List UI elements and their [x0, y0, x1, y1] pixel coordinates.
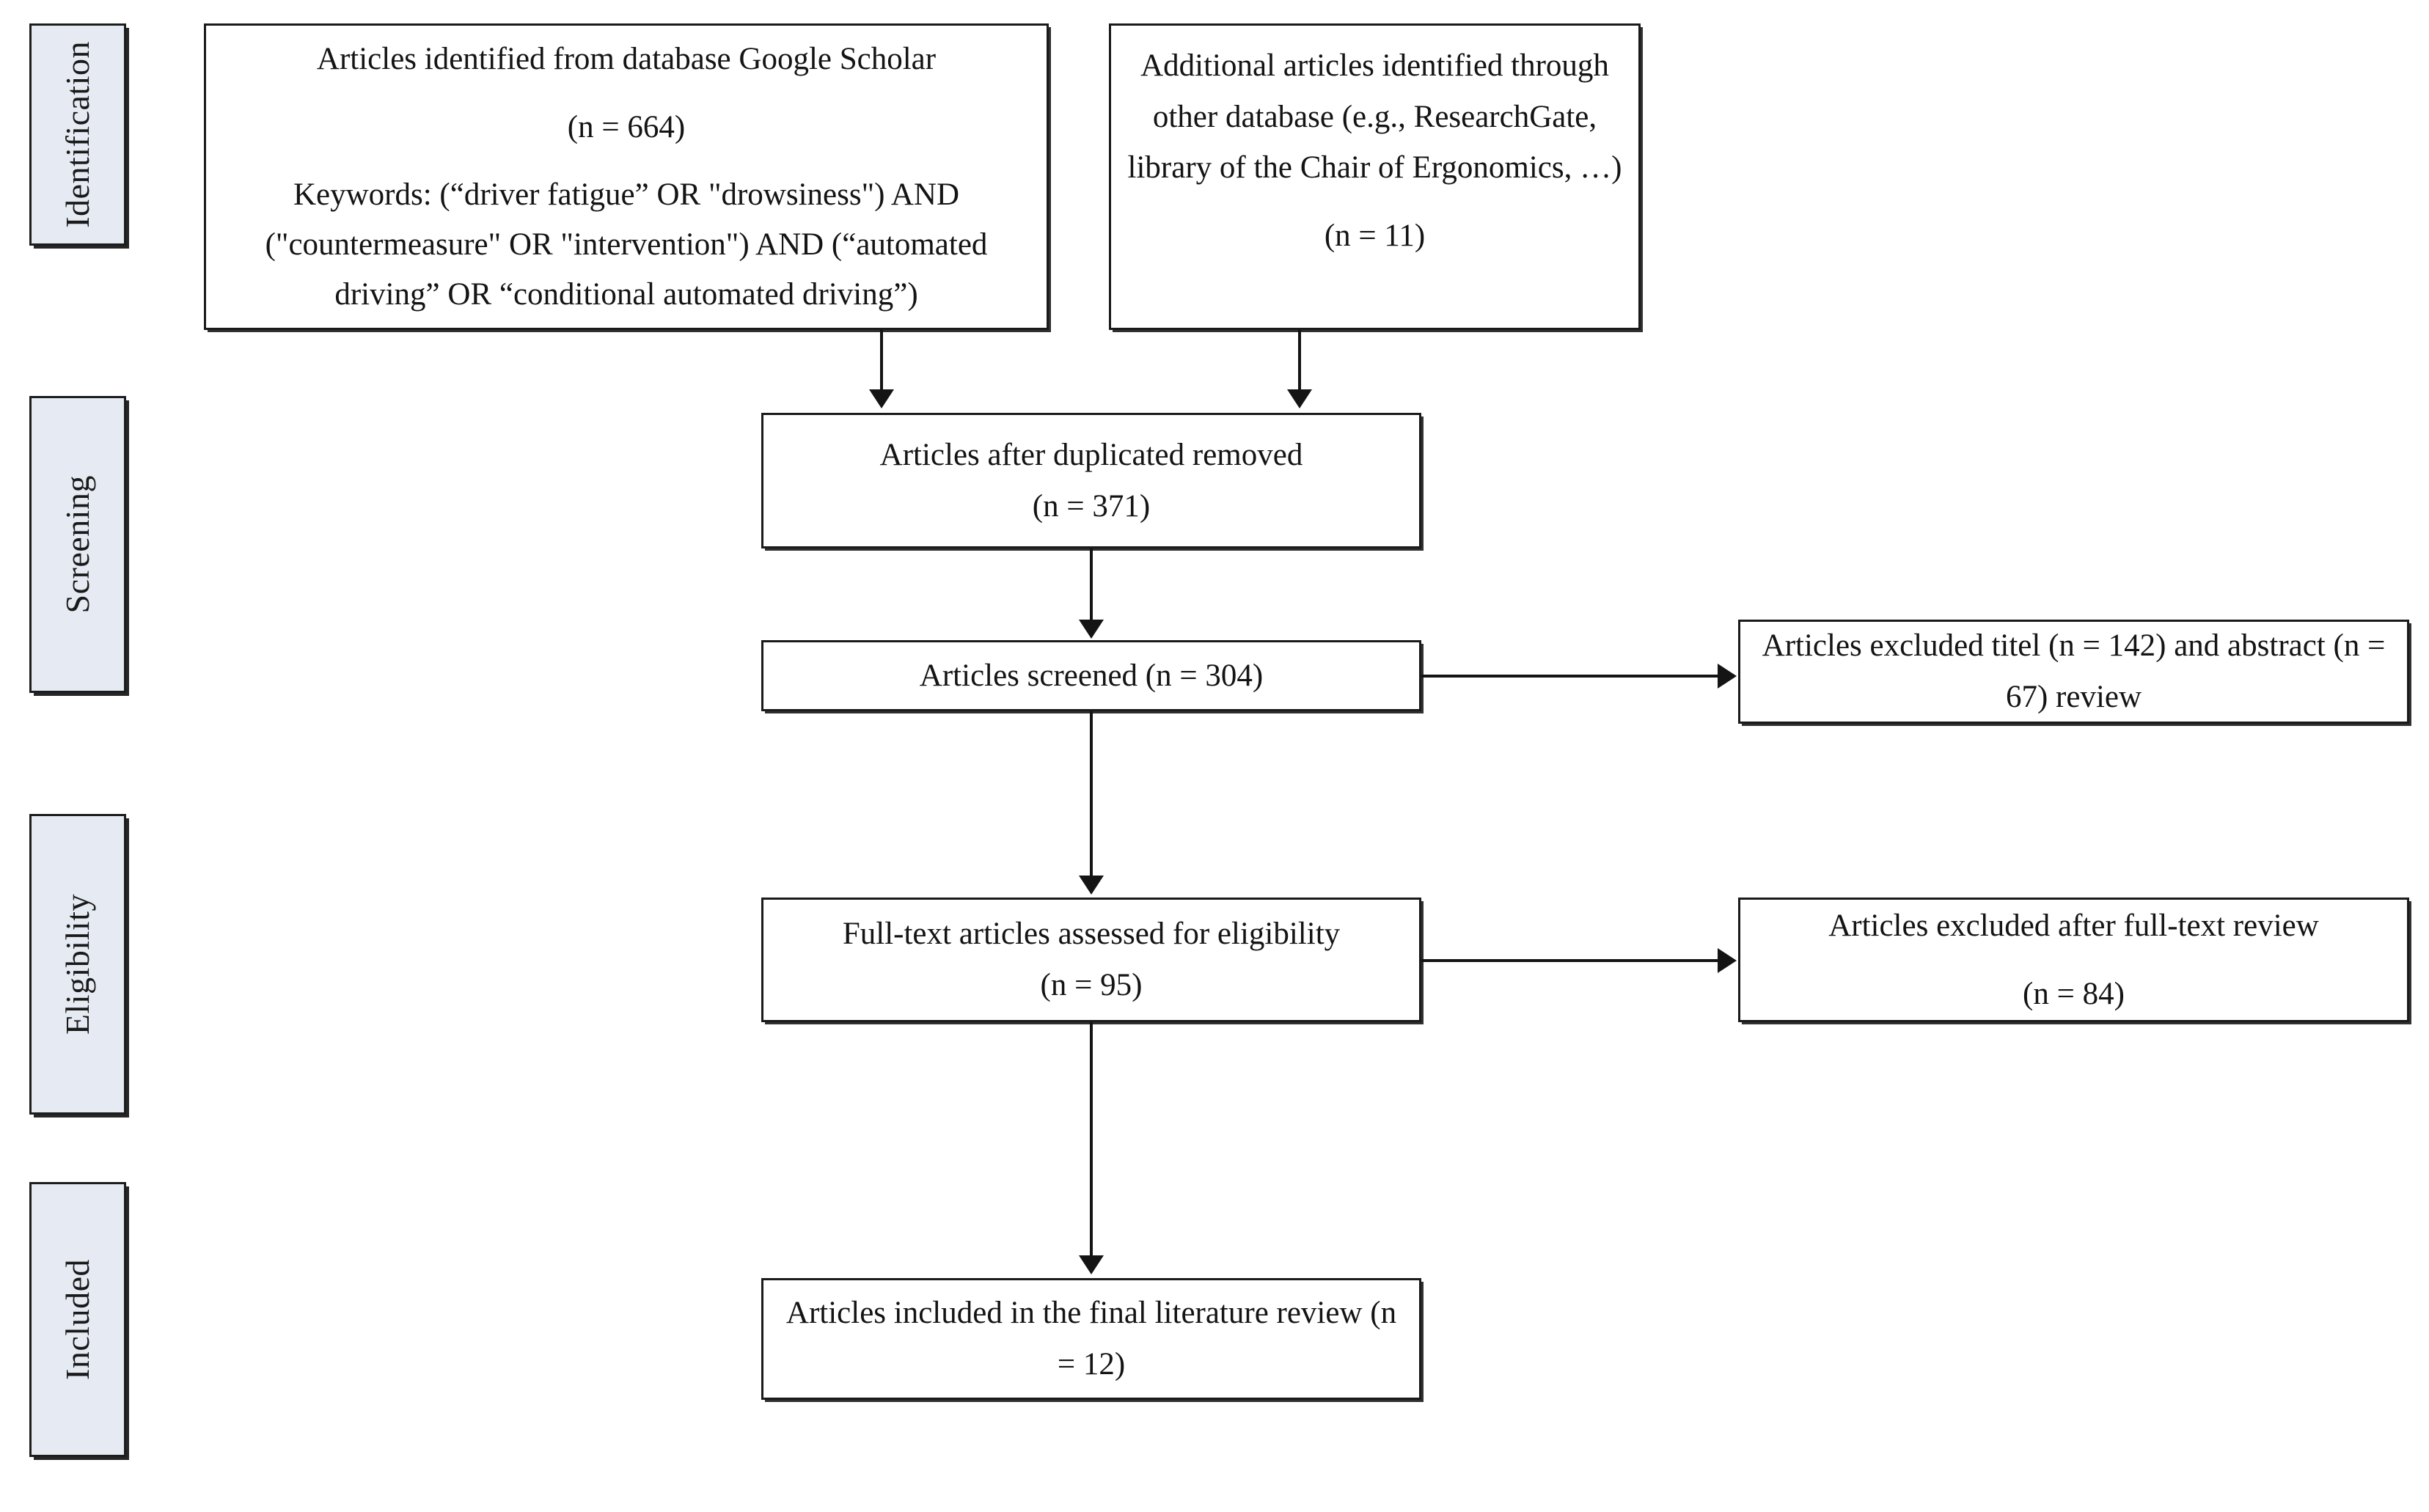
box-database-search-keywords: Keywords: (“driver fatigue” OR "drowsine… — [265, 177, 988, 312]
connector-screened-to-fulltext — [1090, 711, 1093, 877]
box-full-text-assessed-count: (n = 95) — [1040, 968, 1143, 1002]
box-excluded-title-abstract-content: Articles excluded titel (n = 142) and ab… — [1754, 620, 2394, 722]
box-other-sources-count: (n = 11) — [1324, 219, 1426, 254]
box-excluded-full-text-count: (n = 84) — [2023, 976, 2125, 1011]
box-excluded-title-abstract-title: Articles excluded titel (n = 142) and ab… — [1762, 628, 2386, 714]
spacer — [219, 84, 1033, 102]
box-excluded-title-abstract: Articles excluded titel (n = 142) and ab… — [1738, 620, 2409, 724]
spacer — [1124, 194, 1625, 211]
arrow-fulltext-to-included — [1079, 1255, 1104, 1274]
box-screened-content: Articles screened (n = 304) — [777, 650, 1406, 702]
stage-label-identification: Identification — [29, 23, 126, 246]
stage-label-screening-text: Screening — [59, 475, 96, 614]
box-database-search: Articles identified from database Google… — [204, 23, 1049, 330]
stage-label-identification-text: Identification — [59, 41, 96, 228]
stage-label-eligibility-text: Eligibility — [59, 893, 96, 1035]
box-full-text-assessed: Full-text articles assessed for eligibil… — [761, 898, 1421, 1022]
box-excluded-full-text-title: Articles excluded after full-text review — [1828, 908, 2319, 943]
box-database-search-count: (n = 664) — [567, 110, 686, 145]
box-duplicates-removed-content: Articles after duplicated removed (n = 3… — [777, 430, 1406, 532]
stage-label-eligibility: Eligibility — [29, 814, 126, 1115]
spacer — [1754, 951, 2394, 969]
arrow-screened-to-excluded — [1718, 664, 1737, 689]
box-included-final-content: Articles included in the final literatur… — [777, 1288, 1406, 1390]
box-duplicates-removed-title: Articles after duplicated removed — [879, 437, 1303, 472]
arrow-duplicates-to-screened — [1079, 620, 1104, 639]
stage-label-included: Included — [29, 1182, 126, 1457]
arrow-screened-to-fulltext — [1079, 876, 1104, 895]
box-full-text-assessed-title: Full-text articles assessed for eligibil… — [842, 917, 1341, 952]
box-excluded-full-text-content: Articles excluded after full-text review… — [1754, 900, 2394, 1020]
box-other-sources-title: Additional articles identified through o… — [1127, 48, 1622, 186]
box-other-sources: Additional articles identified through o… — [1109, 23, 1641, 330]
connector-database-search-vertical — [880, 330, 883, 392]
arrow-other-sources-down — [1287, 389, 1312, 408]
stage-label-included-text: Included — [59, 1259, 96, 1380]
arrow-database-search-down — [869, 389, 894, 408]
box-included-final: Articles included in the final literatur… — [761, 1278, 1421, 1400]
box-database-search-content: Articles identified from database Google… — [219, 34, 1033, 320]
box-duplicates-removed-count: (n = 371) — [1032, 488, 1151, 524]
arrow-fulltext-to-excluded — [1718, 948, 1737, 973]
box-full-text-assessed-content: Full-text articles assessed for eligibil… — [777, 909, 1406, 1010]
connector-fulltext-to-excluded — [1421, 959, 1718, 962]
box-excluded-full-text: Articles excluded after full-text review… — [1738, 898, 2409, 1022]
connector-fulltext-to-included — [1090, 1022, 1093, 1257]
box-database-search-title: Articles identified from database Google… — [316, 41, 937, 76]
stage-label-screening: Screening — [29, 396, 126, 693]
box-screened: Articles screened (n = 304) — [761, 640, 1421, 711]
box-other-sources-content: Additional articles identified through o… — [1124, 40, 1625, 313]
connector-other-sources-vertical — [1298, 330, 1301, 392]
box-duplicates-removed: Articles after duplicated removed (n = 3… — [761, 413, 1421, 548]
spacer — [219, 153, 1033, 171]
box-screened-title: Articles screened (n = 304) — [919, 658, 1264, 693]
connector-duplicates-to-screened — [1090, 548, 1093, 621]
box-included-final-title: Articles included in the final literatur… — [785, 1296, 1397, 1381]
connector-screened-to-excluded — [1421, 675, 1718, 678]
